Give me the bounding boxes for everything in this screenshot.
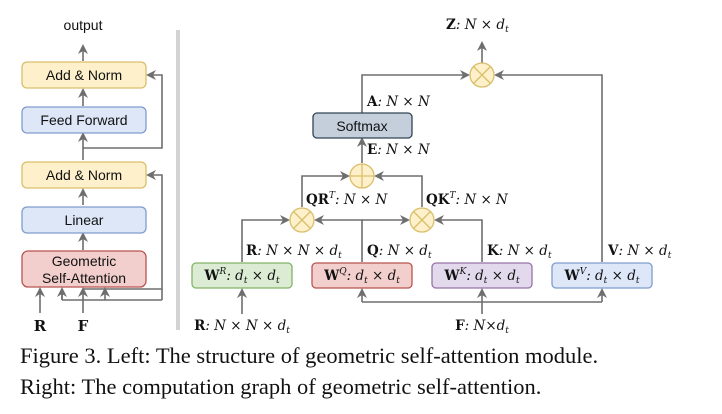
v-label: V: N × dt <box>607 243 672 261</box>
r-label: R: N × N × dt <box>246 243 342 261</box>
qk-multiply-op <box>409 207 435 233</box>
linear-block <box>21 206 147 234</box>
wr-label: WR: dt × dt <box>203 267 280 286</box>
z-label: Z: N × dt <box>446 17 509 35</box>
geometric-self-attention-diagram: output Add & Norm Feed Forward Add & Nor… <box>21 17 672 336</box>
figure-caption: Figure 3. Left: The structure of geometr… <box>20 340 720 402</box>
linear-label: Linear <box>65 212 104 228</box>
panel-divider <box>176 30 180 330</box>
input-f-label: F <box>78 317 89 335</box>
q-label: Q: N × dt <box>367 243 432 261</box>
input-f-shape-label: F: N×dt <box>455 318 509 336</box>
left-connectors <box>35 44 163 313</box>
left-blocks <box>21 61 147 288</box>
wk-label: WK: dt × dt <box>443 267 520 286</box>
a-label: A: N × N <box>366 94 431 110</box>
feed-forward-label: Feed Forward <box>40 112 127 128</box>
qr-multiply-op <box>289 207 315 233</box>
wq-label: WQ: dt × dt <box>323 267 400 286</box>
add-op <box>349 163 375 189</box>
qr-label: QRT: N × N <box>306 191 389 208</box>
caption-line-1: Figure 3. Left: The structure of geometr… <box>20 343 599 368</box>
gsa-label-line1: Geometric <box>52 253 117 269</box>
final-multiply-op <box>469 62 495 88</box>
add-norm-top-block <box>21 61 147 89</box>
wq-block <box>311 262 413 289</box>
input-r-label: R <box>34 317 47 335</box>
wv-block <box>551 262 653 289</box>
input-r-shape-label: R: N × N × dt <box>194 318 290 336</box>
output-label: output <box>64 17 103 33</box>
gsa-label-line2: Self-Attention <box>42 270 126 286</box>
qk-label: QKT: N × N <box>426 191 509 208</box>
add-norm-bottom-block <box>21 161 147 189</box>
wr-block <box>191 262 293 289</box>
softmax-label: Softmax <box>336 118 387 134</box>
right-connectors <box>237 41 607 314</box>
wv-label: WV: dt × dt <box>564 267 640 286</box>
add-norm-top-label: Add & Norm <box>46 67 122 83</box>
softmax-block <box>312 112 413 139</box>
geometric-self-attention-block <box>21 250 147 288</box>
wk-block <box>431 262 533 289</box>
add-norm-bottom-label: Add & Norm <box>46 167 122 183</box>
e-label: E: N × N <box>367 142 431 158</box>
feed-forward-block <box>21 106 147 134</box>
k-label: K: N × dt <box>487 243 552 261</box>
caption-line-2: Right: The computation graph of geometri… <box>20 374 542 399</box>
